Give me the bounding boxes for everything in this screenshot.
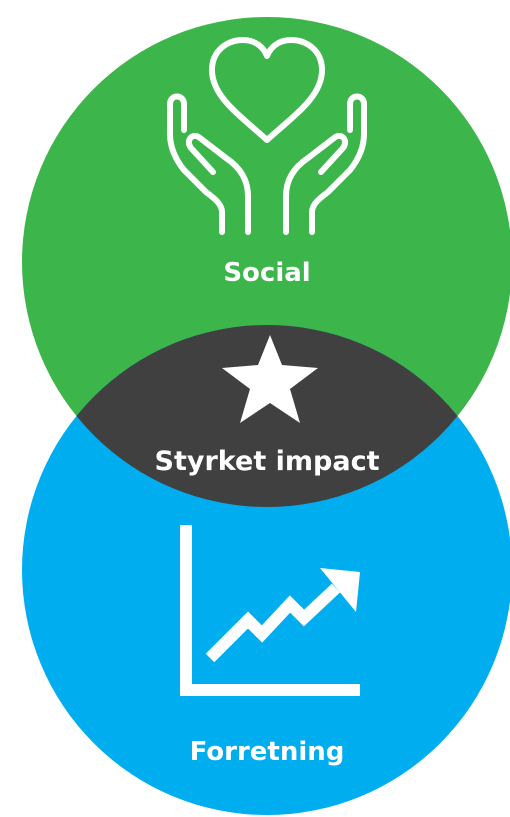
social-label: Social xyxy=(223,258,310,288)
business-label: Forretning xyxy=(190,737,345,767)
heart-in-hands-icon xyxy=(167,37,367,235)
star-icon xyxy=(222,335,318,423)
overlap-region xyxy=(22,325,510,507)
strengthened-impact-label: Styrket impact xyxy=(155,446,380,477)
growth-chart-icon xyxy=(180,525,360,696)
